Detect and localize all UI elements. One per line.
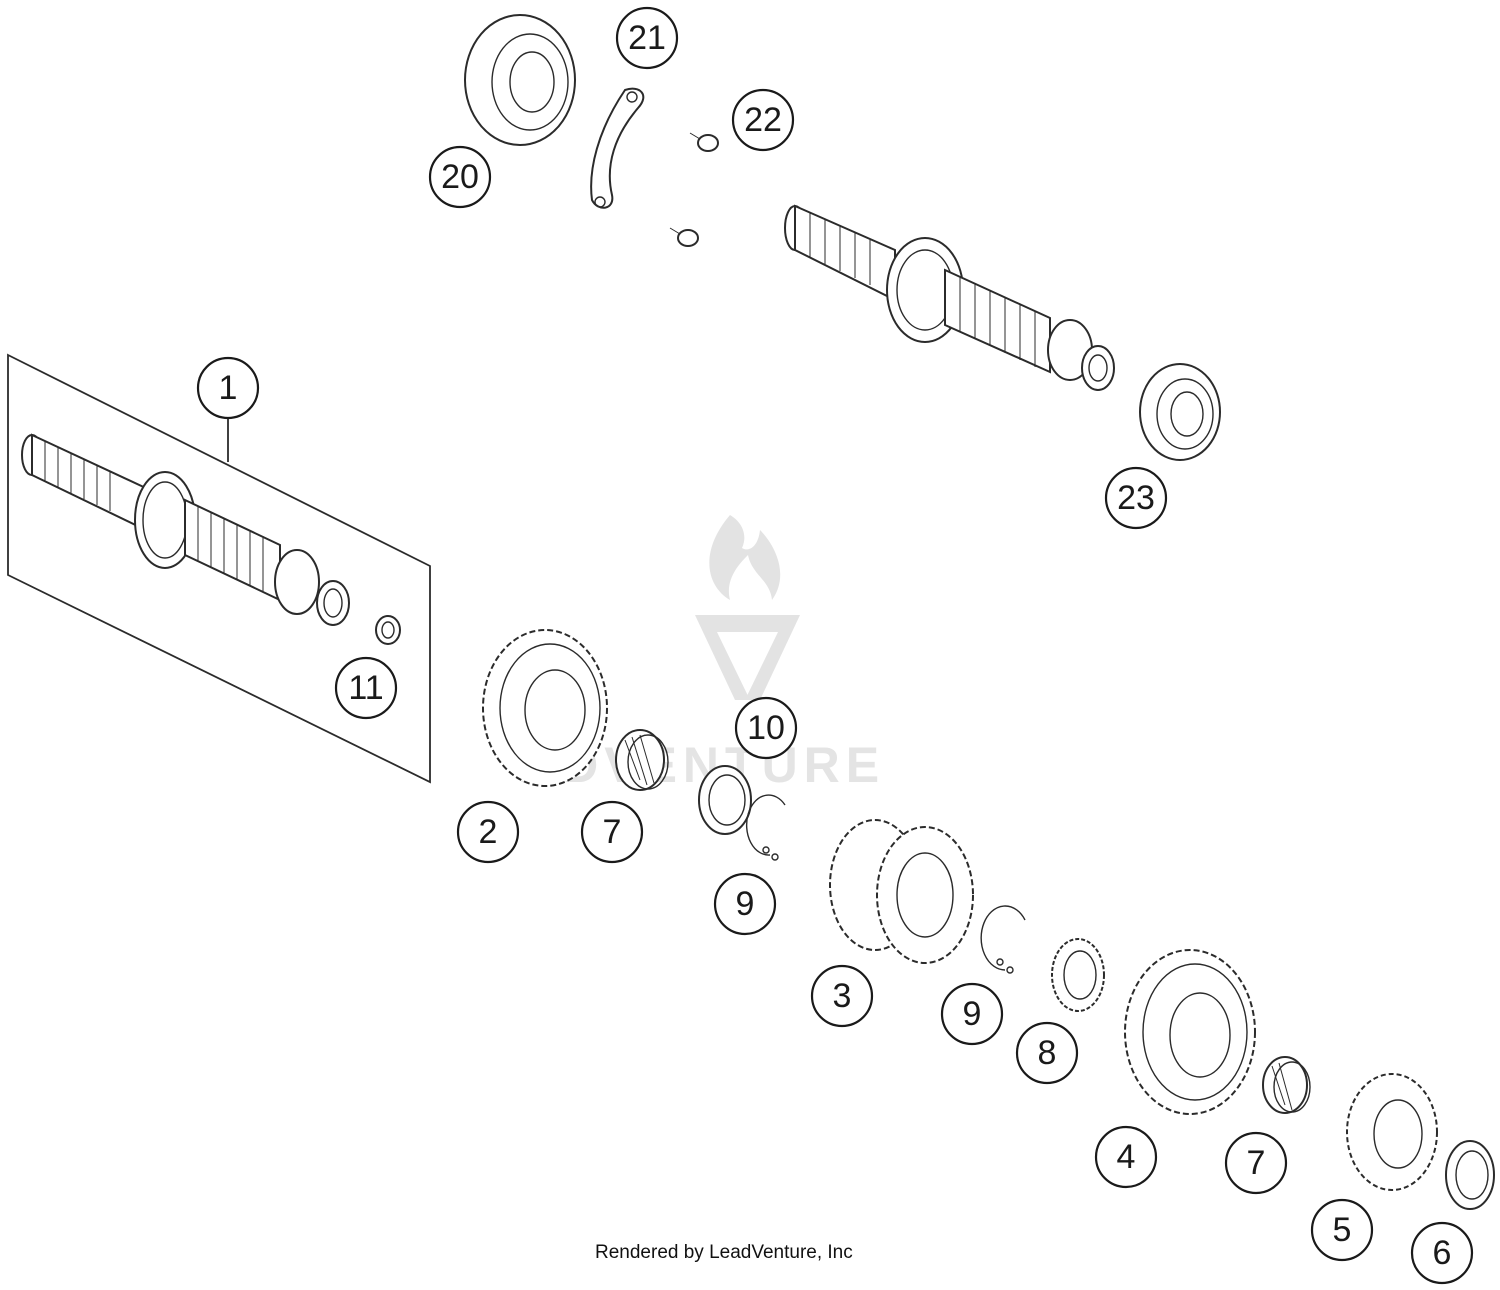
screw-parts xyxy=(669,132,719,247)
svg-text:23: 23 xyxy=(1117,479,1155,517)
svg-text:22: 22 xyxy=(744,101,782,139)
callout-6: 6 xyxy=(1410,1221,1474,1285)
thrust-washer-part xyxy=(1051,938,1105,1012)
gear-part-2 xyxy=(482,629,608,787)
gear-part-4 xyxy=(1124,949,1256,1115)
bracket-part xyxy=(590,87,645,209)
watermark-logo xyxy=(695,515,800,700)
svg-text:9: 9 xyxy=(736,885,755,923)
svg-text:8: 8 xyxy=(1038,1034,1057,1072)
footer-credit: Rendered by LeadVenture, Inc xyxy=(595,1242,853,1263)
svg-text:10: 10 xyxy=(747,709,785,747)
callout-9-lower: 9 xyxy=(940,982,1004,1046)
callout-21: 21 xyxy=(615,6,679,70)
end-washer-part xyxy=(1445,1140,1495,1210)
callout-9-upper: 9 xyxy=(713,872,777,936)
callout-5: 5 xyxy=(1310,1198,1374,1262)
svg-text:6: 6 xyxy=(1433,1234,1452,1272)
gear-part-3 xyxy=(829,819,974,964)
main-shaft-part xyxy=(21,433,350,626)
callout-4: 4 xyxy=(1094,1125,1158,1189)
callout-10: 10 xyxy=(734,696,798,760)
svg-text:5: 5 xyxy=(1333,1211,1352,1249)
bushing-part xyxy=(375,615,401,645)
countershaft-part xyxy=(784,204,1115,391)
gear-part-5 xyxy=(1346,1073,1438,1191)
callout-3: 3 xyxy=(810,964,874,1028)
svg-text:21: 21 xyxy=(628,19,666,57)
needle-bearing-part-2 xyxy=(1262,1056,1311,1114)
callout-2: 2 xyxy=(456,800,520,864)
callout-11: 11 xyxy=(334,656,398,720)
callout-7-upper: 7 xyxy=(580,800,644,864)
svg-text:20: 20 xyxy=(441,158,479,196)
callout-8: 8 xyxy=(1015,1021,1079,1085)
callout-22: 22 xyxy=(731,88,795,152)
assembly-group-box xyxy=(7,353,431,784)
svg-text:4: 4 xyxy=(1117,1138,1136,1176)
svg-text:7: 7 xyxy=(1247,1144,1266,1182)
washer-part xyxy=(698,765,752,835)
svg-text:11: 11 xyxy=(348,669,383,707)
callout-23: 23 xyxy=(1104,466,1168,530)
svg-text:1: 1 xyxy=(219,369,238,407)
bearing-part-upper xyxy=(464,14,576,146)
callout-1: 1 xyxy=(196,356,260,420)
svg-text:2: 2 xyxy=(479,813,498,851)
svg-text:7: 7 xyxy=(603,813,622,851)
callout-7-lower: 7 xyxy=(1224,1131,1288,1195)
circlip-part-1 xyxy=(745,794,786,861)
circlip-part-2 xyxy=(980,905,1026,974)
callout-20: 20 xyxy=(428,145,492,209)
needle-bearing-part-1 xyxy=(615,729,669,791)
svg-text:3: 3 xyxy=(833,977,852,1015)
bearing-part-lower xyxy=(1139,363,1221,461)
svg-text:9: 9 xyxy=(963,995,982,1033)
